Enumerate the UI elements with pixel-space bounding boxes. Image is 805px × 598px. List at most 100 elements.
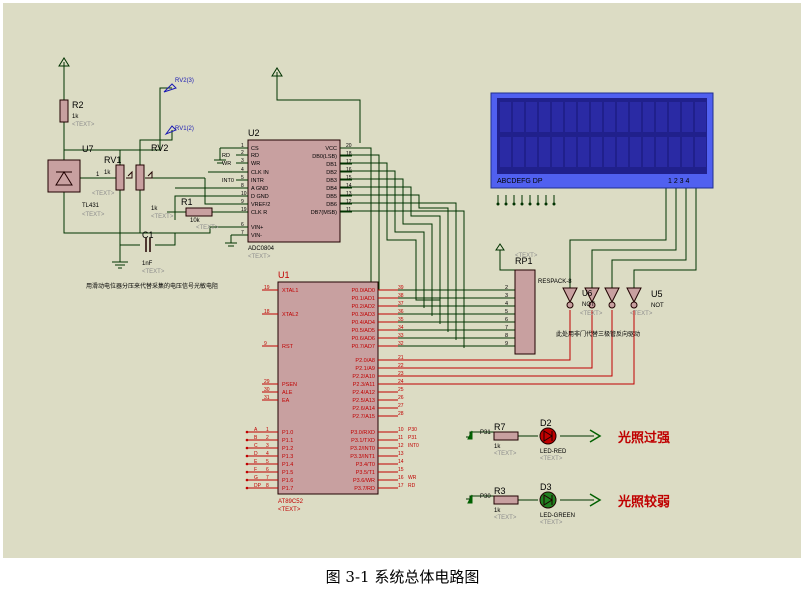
not-gate-triangle — [584, 287, 600, 304]
mcu-port1-dot — [245, 454, 249, 458]
mcu-port1-dot — [245, 462, 249, 466]
lcd-pin-dot — [504, 202, 508, 206]
mcu-pin-number: 34 — [398, 325, 404, 331]
lcd-cell — [617, 137, 628, 167]
r3-text: <TEXT> — [494, 515, 517, 521]
mcu-pin-name: P3.6/WR — [353, 478, 375, 484]
mcu-pin-name: P1.1 — [282, 438, 293, 444]
adc-pin-name: WR — [251, 161, 260, 167]
rv2-text: <TEXT> — [151, 214, 174, 220]
not-gates[interactable] — [562, 287, 642, 309]
u5-value: NOT — [651, 303, 664, 309]
adc-pin-number: 8 — [241, 183, 244, 189]
mcu-pin-number: 23 — [398, 371, 404, 377]
lcd-cell — [669, 137, 680, 167]
adc-pin-number: 15 — [346, 175, 352, 181]
lcd-cell — [695, 102, 706, 132]
lcd-cell — [656, 102, 667, 132]
d3-text: <TEXT> — [540, 520, 563, 526]
u7-text: <TEXT> — [82, 212, 105, 218]
mcu-pin-number: 15 — [398, 467, 404, 473]
u1-ref: U1 — [278, 270, 290, 280]
rp1-pin-number: 3 — [505, 293, 508, 299]
adc-pin-number: 9 — [241, 199, 244, 205]
adc-pin-number: 16 — [346, 167, 352, 173]
u6-value: NOT — [582, 302, 595, 308]
mcu-pin-number: 6 — [266, 467, 269, 473]
mcu-right-pins: 39P0.0/AD038P0.1/AD137P0.2/AD236P0.3/AD3… — [350, 285, 419, 492]
lcd-cell — [630, 102, 641, 132]
mcu-pin-number: 2 — [266, 435, 269, 441]
mcu-pin-number: 25 — [398, 387, 404, 393]
adc-pin-number: 18 — [346, 151, 352, 157]
mcu-pin-number: 36 — [398, 309, 404, 315]
mcu-pin-name: P0.3/AD3 — [351, 312, 375, 318]
d2-text: <TEXT> — [540, 456, 563, 462]
adc-pin-name: CLK IN — [251, 170, 269, 176]
mcu-port1-dot — [245, 486, 249, 490]
lcd-cell — [539, 137, 550, 167]
mcu-pin-number: 39 — [398, 285, 404, 291]
shunt-regulator-u7[interactable]: U7 1 TL431 <TEXT> — [47, 144, 105, 218]
resistor-r2[interactable]: R2 1k <TEXT> — [59, 99, 95, 128]
mcu-pin-name: XTAL2 — [282, 312, 298, 318]
adc-pin-number: 19 — [241, 207, 247, 213]
lcd-pin-dot — [496, 202, 500, 206]
mcu-port1-dot — [245, 470, 249, 474]
mcu-pin-name: P0.1/AD1 — [351, 296, 375, 302]
lcd-cell — [565, 137, 576, 167]
mcu-pin-number: 32 — [398, 341, 404, 347]
mcu-pin-name: P2.3/A11 — [353, 382, 375, 388]
rp1-pin-number: 8 — [505, 333, 508, 339]
potentiometer-rv1[interactable]: RV1 1k <TEXT> — [92, 155, 133, 197]
lcd-pin-dot — [512, 202, 516, 206]
mcu-pin-number: 30 — [264, 387, 270, 393]
capacitor-c1[interactable]: C1 1nF <TEXT> — [142, 230, 165, 275]
mcu-pin-number: 4 — [266, 451, 269, 457]
mcu-net-label: E — [254, 459, 258, 465]
d3-ref: D3 — [540, 482, 552, 492]
adc-pin-name: CS — [251, 146, 259, 152]
adc-pin-name: DB2 — [326, 170, 337, 176]
lcd-display[interactable]: ABCDEFG DP 1 2 3 4 — [490, 92, 714, 206]
adc-pin-name: DB1 — [326, 162, 337, 168]
mcu-pin-name: P0.4/AD4 — [351, 320, 375, 326]
r2-text: <TEXT> — [72, 122, 95, 128]
mcu-pin-name: P1.3 — [282, 454, 293, 460]
not-gate-bubble — [588, 301, 596, 309]
mcu-net-label: DP — [254, 483, 262, 489]
mcu-pin-number: 5 — [266, 459, 269, 465]
lcd-pin-dot — [536, 202, 540, 206]
wires — [63, 62, 515, 348]
lcd-segment-labels: ABCDEFG DP — [497, 178, 543, 185]
led-circuit-green[interactable]: P30 R3 1k <TEXT> D3 LED-GREEN <TEXT> 光照较… — [466, 482, 670, 526]
not-gate-bubble — [630, 301, 638, 309]
potentiometer-rv2[interactable]: RV2 1k <TEXT> — [135, 143, 174, 220]
mcu-pin-number: 38 — [398, 293, 404, 299]
adc-pin-name: DB6 — [326, 202, 337, 208]
mcu-pin-name: P2.0/A8 — [355, 358, 375, 364]
adc-pin-name: VREF/2 — [251, 202, 270, 208]
d2-ref: D2 — [540, 418, 552, 428]
u2-ref: U2 — [248, 128, 260, 138]
adc-pin-number: 12 — [346, 199, 352, 205]
mcu-pin-name: RST — [282, 344, 294, 350]
resistor-r1[interactable]: R1 10k <TEXT> — [181, 197, 219, 231]
led-circuit-red[interactable]: P31 R7 1k <TEXT> D2 LED-RED <TEXT> 光照过强 — [466, 418, 670, 462]
adc-pin-name: D GND — [251, 194, 269, 200]
mcu-pin-name: P1.7 — [282, 486, 293, 492]
d2-value: LED-RED — [540, 449, 567, 455]
adc-pin-number: 17 — [346, 159, 352, 165]
mcu-pin-name: P0.2/AD2 — [351, 304, 375, 310]
rp1-pin-number: 7 — [505, 325, 508, 331]
rv1-text: <TEXT> — [92, 191, 115, 197]
mcu-pin-number: 24 — [398, 379, 404, 385]
adc-pin-number: 6 — [241, 222, 244, 228]
mcu-pin-number: 29 — [264, 379, 270, 385]
